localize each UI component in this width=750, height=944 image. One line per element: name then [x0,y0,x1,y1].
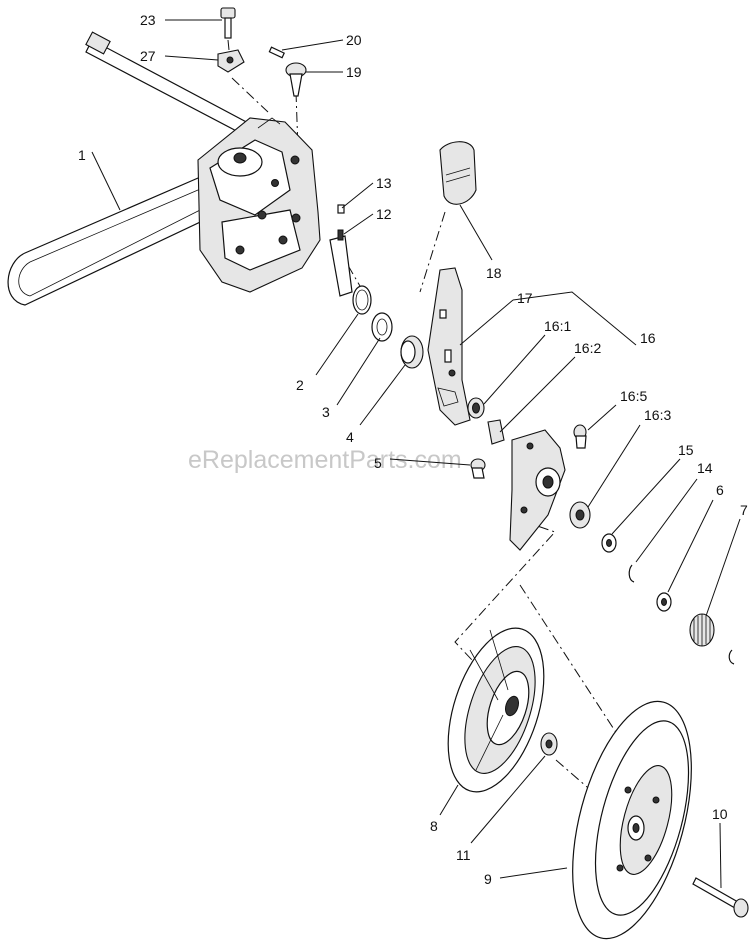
callout-13: 13 [376,175,392,191]
callout-18: 18 [486,265,502,281]
transmission-housing [197,117,321,293]
pin-part-20 [268,46,285,59]
callout-7: 7 [740,502,748,518]
callout-1: 1 [78,147,86,163]
bracket-part-16 [509,429,566,551]
callout-12: 12 [376,206,392,222]
lever-part-19 [285,62,307,97]
callout-27: 27 [140,48,156,64]
drive-shaft-rod [85,31,253,137]
callout-16: 16 [640,330,656,346]
callout-2: 2 [296,377,304,393]
callout-3: 3 [322,404,330,420]
belt-part-1 [7,169,216,306]
retaining-ring-part-2 [352,285,372,315]
screw-part-5 [470,458,486,479]
bracket-part-27 [217,49,245,73]
bushing-part-11 [540,732,558,756]
bearing-part-16-1 [467,397,485,419]
washer-part-3 [371,312,393,342]
callout-16-5: 16:5 [620,388,647,404]
callout-19: 19 [346,64,362,80]
wheel-part-9 [572,700,692,940]
callout-23: 23 [140,12,156,28]
callout-17: 17 [517,290,533,306]
watermark-text: eReplacementParts.com [188,446,462,474]
callout-14: 14 [697,460,713,476]
gear-part-7 [689,613,715,647]
axle-shaft [329,235,353,297]
clip-part-small [728,649,735,665]
bolt-part-23 [220,7,236,39]
pin-part-13 [337,204,345,214]
plate-part-17 [427,267,471,426]
callout-5: 5 [374,455,382,471]
washer-part-15 [601,533,617,553]
wheel-gear-part-8 [447,627,545,793]
clip-part-14 [628,564,635,583]
callout-11: 11 [456,847,471,863]
callout-9: 9 [484,871,492,887]
callout-15: 15 [678,442,694,458]
bushing-part-4 [400,335,424,369]
bearing-part-16-3 [569,501,591,529]
callout-6: 6 [716,482,724,498]
knob-part-18 [439,141,477,205]
callout-8: 8 [430,818,438,834]
leader-lines [91,19,741,889]
washer-part-6 [656,592,672,612]
callout-10: 10 [712,806,728,822]
spring-part-12 [337,229,344,241]
bolt-part-10 [692,877,749,918]
callout-16-1: 16:1 [544,318,571,334]
callout-16-3: 16:3 [644,407,671,423]
callout-4: 4 [346,429,354,445]
spacer-part-16-2 [487,419,505,445]
callout-labels: 23 27 20 19 1 13 12 18 17 16:1 16 16:2 2… [78,12,748,887]
callout-16-2: 16:2 [574,340,601,356]
callout-20: 20 [346,32,362,48]
stud-part-16-5 [573,424,587,449]
